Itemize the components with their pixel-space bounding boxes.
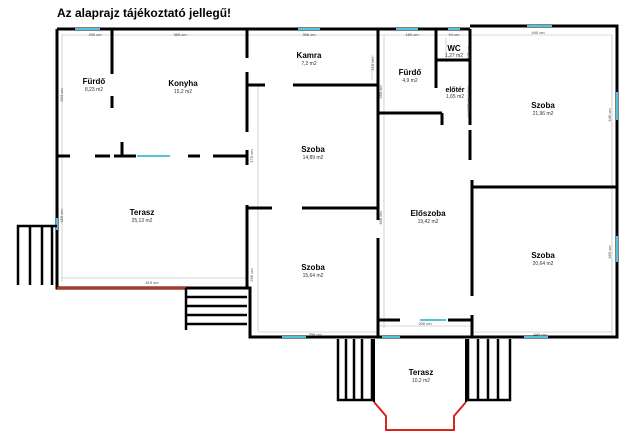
room-area: 20,64 m2	[533, 261, 554, 267]
room-name: Terasz	[409, 368, 434, 377]
room-area: 25,13 m2	[132, 218, 153, 224]
dimension-labels: 290 cm 365 cm 396 cm 180 cm 94 cm 440 cm…	[59, 30, 612, 337]
room-area: 7,2 m2	[301, 61, 317, 67]
room-name: Szoba	[531, 251, 555, 260]
interior-walls	[57, 29, 617, 337]
room-area: 19,42 m2	[418, 219, 439, 225]
dimension-label: 456 cm	[59, 209, 64, 223]
dimension-label: 200 cm	[418, 321, 432, 326]
dimension-label: 365 cm	[173, 32, 187, 37]
room-area: 14,89 m2	[303, 155, 324, 161]
dimension-guides	[61, 34, 613, 335]
dimension-label: 396 cm	[308, 332, 322, 337]
room-name: Terasz	[130, 208, 155, 217]
dimension-label: 120 cm	[466, 97, 471, 111]
room-name: Fürdő	[83, 77, 106, 86]
dimension-label: 440 cm	[531, 30, 545, 35]
terrace-railings	[57, 287, 467, 431]
room-name: Fürdő	[399, 68, 422, 77]
room-label-furdo-right: Fürdő 4,9 m2	[399, 68, 422, 84]
dimension-label: 460 cm	[607, 245, 612, 259]
room-label-konyha: Konyha 15,2 m2	[168, 79, 198, 95]
room-area: 4,9 m2	[402, 78, 418, 84]
room-label-eloszoba: Előszoba 19,42 m2	[410, 209, 446, 225]
room-label-furdo-left: Fürdő 8,23 m2	[83, 77, 106, 93]
room-area: 15,64 m2	[303, 273, 324, 279]
room-name: Kamra	[297, 51, 322, 60]
dimension-label: 295 cm	[249, 268, 254, 282]
windows	[56, 25, 618, 338]
room-name: Szoba	[531, 101, 555, 110]
room-label-eloter: előtér 1,65 m2	[445, 87, 464, 100]
room-label-szoba-bottom-center: Szoba 15,64 m2	[301, 263, 325, 279]
stairs-bottom-left	[336, 339, 374, 402]
room-label-wc: WC 1,27 m2	[445, 44, 463, 59]
room-label-szoba-bottom-right: Szoba 20,64 m2	[531, 251, 555, 267]
room-area: 15,2 m2	[174, 89, 192, 95]
room-name: előtér	[445, 87, 464, 94]
room-label-kamra: Kamra 7,2 m2	[297, 51, 322, 67]
room-area: 1,27 m2	[445, 53, 463, 59]
room-name: WC	[447, 44, 461, 53]
outer-walls	[55, 24, 619, 339]
room-name: Szoba	[301, 145, 325, 154]
dimension-label: 440 cm	[533, 332, 547, 337]
dimension-label: 180 cm	[405, 32, 419, 37]
room-label-szoba-top-right: Szoba 21,96 m2	[531, 101, 555, 117]
dimension-label: 449 cm	[607, 108, 612, 122]
room-area: 10,2 m2	[412, 378, 430, 384]
room-name: Előszoba	[410, 209, 446, 218]
room-area: 21,96 m2	[533, 111, 554, 117]
room-label-terasz-left: Terasz 25,13 m2	[130, 208, 155, 224]
room-area: 8,23 m2	[85, 87, 103, 93]
dimension-label: 290 cm	[88, 32, 102, 37]
dimension-label: 396 cm	[302, 32, 316, 37]
stairs-left	[16, 224, 57, 285]
dimension-label: 170 cm	[249, 149, 254, 163]
dimension-label: 210 cm	[370, 57, 375, 71]
dimension-label: 94 cm	[449, 32, 461, 37]
bottom-terrace-sides	[373, 339, 467, 402]
room-label-szoba-center: Szoba 14,89 m2	[301, 145, 325, 161]
stairs-bottom-right	[466, 339, 512, 402]
room-name: Konyha	[168, 79, 198, 88]
room-name: Szoba	[301, 263, 325, 272]
dimension-label: 619 cm	[145, 280, 159, 285]
dimension-label: 456 cm	[378, 211, 383, 225]
dimension-label: 170 cm	[466, 45, 471, 59]
dimension-label: 290 cm	[378, 85, 383, 99]
stairs-middle	[184, 288, 247, 330]
dimension-label: 304 cm	[59, 88, 64, 102]
room-label-terasz-bottom: Terasz 10,2 m2	[409, 368, 434, 384]
room-area: 1,65 m2	[446, 94, 464, 100]
plan-disclaimer-title: Az alaprajz tájékoztató jellegű!	[57, 6, 232, 20]
